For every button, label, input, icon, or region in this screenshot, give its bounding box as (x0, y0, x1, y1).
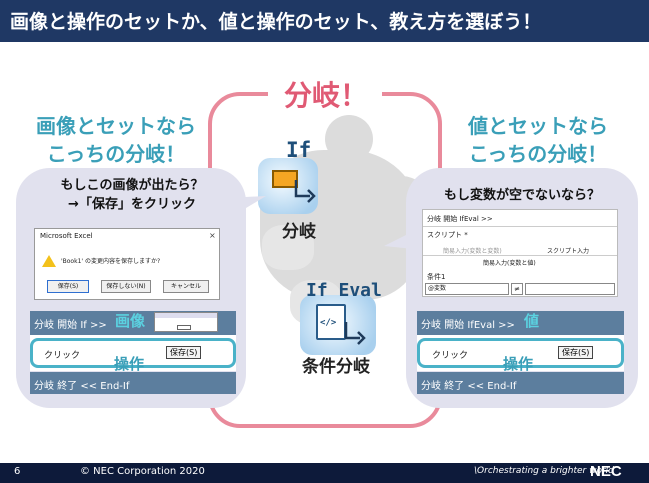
tagline: \Orchestrating a brighter world (474, 466, 614, 476)
image-thumbnail (154, 312, 218, 332)
dialog-message: 'Book1' の変更内容を保存しますか? (61, 258, 161, 265)
branch-arrow-icon (344, 322, 366, 345)
dialog-title: Microsoft Excel (40, 232, 93, 240)
click-action-label: クリック (432, 351, 469, 361)
click-action-label: クリック (44, 351, 81, 361)
value-label: 値 (524, 312, 540, 330)
if-icon-caption: 分岐 (282, 222, 316, 242)
action-label: 操作 (114, 355, 145, 373)
robot-silhouette-foot (262, 225, 314, 270)
page-number: 6 (14, 466, 21, 477)
if-icon-label: If (286, 138, 312, 162)
slide-title: 画像と操作のセットか、値と操作のセット、教え方を選ぼう！ (10, 11, 542, 33)
variable-select[interactable]: @変数 (425, 283, 509, 295)
ifeval-start-block[interactable]: 分岐 開始 IfEval >> (417, 311, 624, 335)
left-caption-line2: こっちの分岐！ (46, 142, 186, 166)
left-caption-line1: 画像とセットなら (36, 114, 196, 138)
panel-tab[interactable]: 分岐 開始 IfEval >> (427, 215, 493, 223)
excel-save-dialog: Microsoft Excel × 'Book1' の変更内容を保存しますか? … (34, 228, 220, 300)
left-question: もしこの画像が出たら？ →「保存」をクリック (26, 176, 238, 214)
footer-bar: 6 © NEC Corporation 2020 \Orchestrating … (0, 463, 649, 483)
ifeval-end-block[interactable]: 分岐 終了 << End-If (417, 372, 624, 394)
if-end-label: 分岐 終了 << End-If (34, 381, 130, 392)
warning-icon (42, 255, 56, 267)
tab-divider (423, 226, 617, 227)
if-image-icon (272, 170, 298, 188)
center-title: 分岐！ (284, 79, 369, 112)
dialog-close-icon[interactable]: × (209, 231, 216, 240)
action-label: 操作 (503, 355, 534, 373)
if-start-label: 分岐 開始 If >> (34, 320, 107, 331)
dialog-cancel-button[interactable]: キャンセル (163, 280, 209, 293)
right-caption: 値とセットなら こっちの分岐！ (433, 112, 643, 168)
save-button-capture: 保存(S) (166, 346, 202, 359)
right-caption-line2: こっちの分岐！ (468, 142, 608, 166)
ifeval-icon-label: If Eval (306, 280, 382, 301)
right-question: もし変数が空でないなら？ (443, 188, 600, 203)
tab-simple-var-var[interactable]: 簡易入力(変数と変数) (443, 248, 502, 255)
left-question-line2: →「保存」をクリック (68, 197, 196, 212)
thumbnail-button (177, 325, 191, 330)
ifeval-icon-caption: 条件分岐 (302, 357, 370, 377)
tab-simple-var-value[interactable]: 簡易入力(変数と値) (483, 260, 536, 267)
branch-arrow-icon (294, 180, 316, 203)
if-end-block[interactable]: 分岐 終了 << End-If (30, 372, 236, 394)
tab-script-input[interactable]: スクリプト入力 (547, 248, 590, 255)
code-glyph: </> (320, 318, 337, 328)
center-title-background (268, 74, 382, 114)
ifeval-end-label: 分岐 終了 << End-If (421, 381, 517, 392)
image-label: 画像 (115, 312, 146, 330)
save-button-capture: 保存(S) (558, 346, 594, 359)
script-label: スクリプト * (427, 231, 468, 239)
value-input[interactable] (525, 283, 615, 295)
header-bar: 画像と操作のセットか、値と操作のセット、教え方を選ぼう！ (0, 0, 649, 42)
panel-divider (423, 255, 617, 256)
ifeval-property-panel: 分岐 開始 IfEval >> スクリプト * 簡易入力(変数と変数) スクリプ… (422, 209, 618, 297)
thumbnail-titlebar (155, 313, 217, 318)
left-question-line1: もしこの画像が出たら？ (60, 178, 204, 193)
condition-label: 条件1 (427, 273, 446, 281)
dialog-dont-save-button[interactable]: 保存しない(N) (101, 280, 151, 293)
dialog-save-button[interactable]: 保存(S) (47, 280, 89, 293)
right-caption-line1: 値とセットなら (468, 114, 608, 138)
nec-logo: NEC (590, 463, 622, 480)
click-action-row[interactable] (30, 338, 236, 368)
copyright: © NEC Corporation 2020 (80, 466, 205, 477)
ifeval-start-label: 分岐 開始 IfEval >> (421, 320, 515, 331)
left-caption: 画像とセットなら こっちの分岐！ (16, 112, 216, 168)
operator-select[interactable]: ≠ (511, 283, 523, 295)
